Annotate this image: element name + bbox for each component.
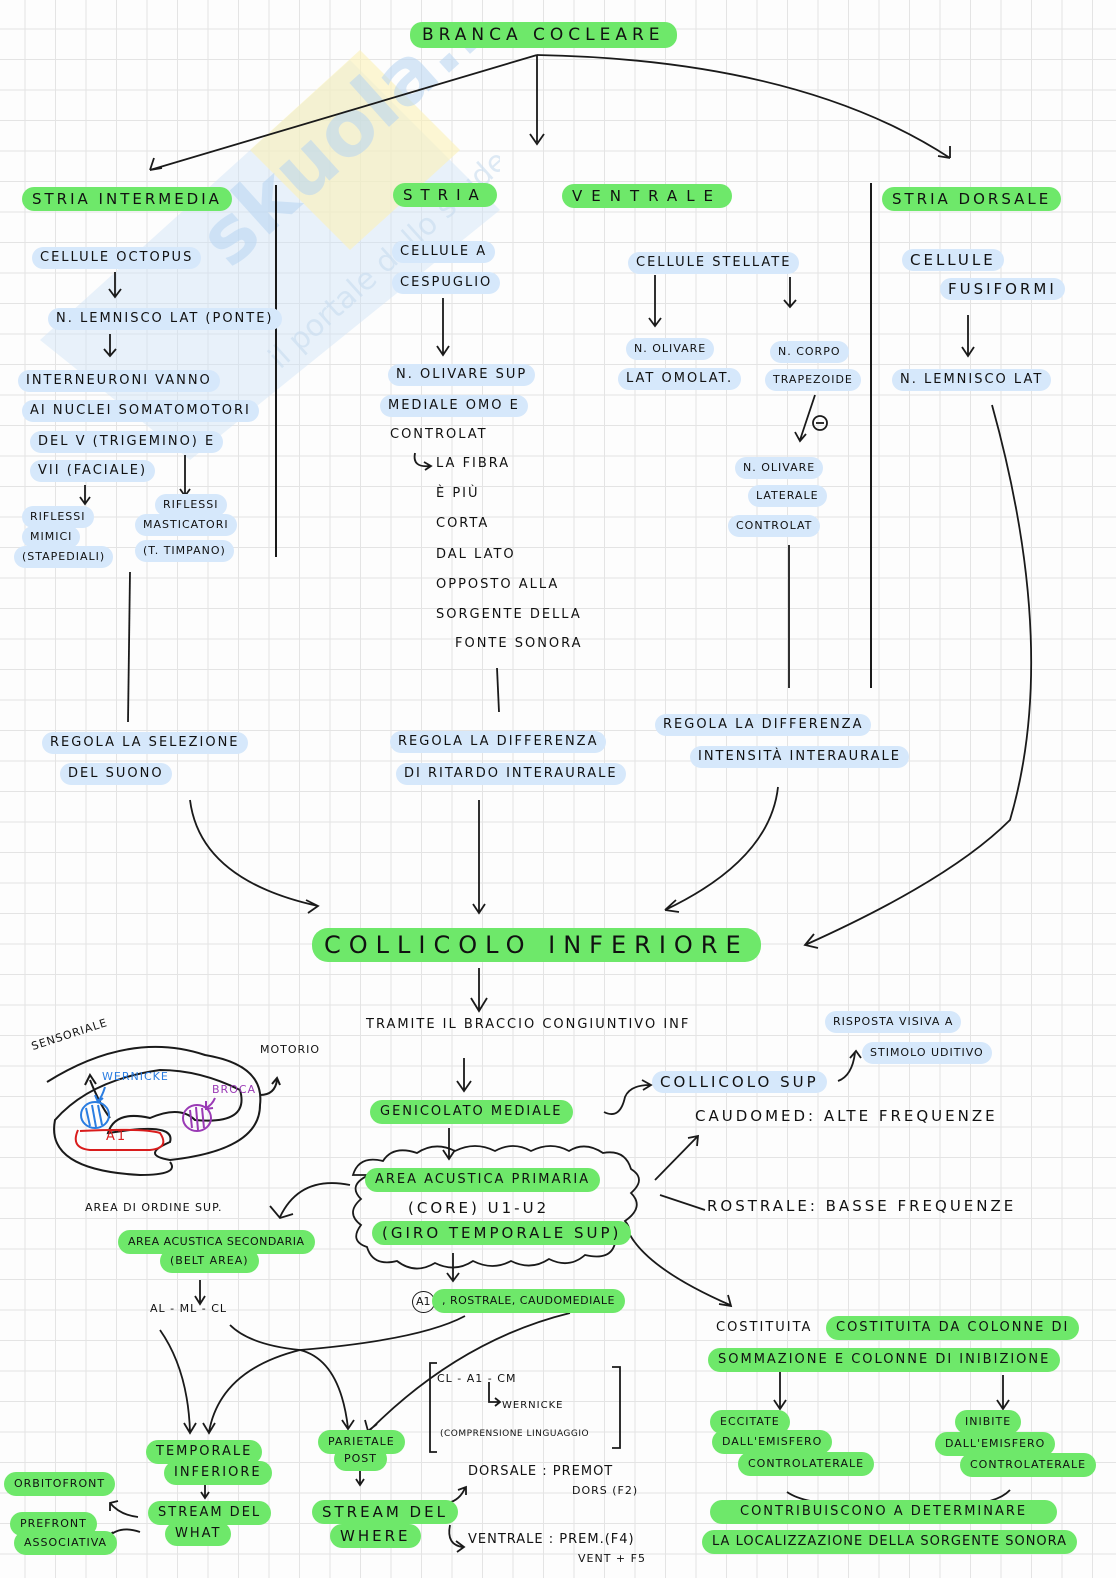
primary-area-3: (GIRO TEMPORALE SUP) — [372, 1221, 632, 1245]
wernicke-box-3: (COMPRENSIONE LINGUAGGIO — [440, 1429, 590, 1439]
a1-label: A1 — [106, 1129, 128, 1144]
lemnisco-lat-dorsale: N. LEMNISCO LAT — [892, 369, 1052, 391]
wernicke-box-1: CL - A1 - CM — [437, 1372, 517, 1385]
belt-fields: AL - ML - CL — [150, 1302, 228, 1315]
function-stellate-2: INTENSITÀ INTERAURALE — [690, 746, 909, 768]
reflex-mastic-2: MASTICATORI — [135, 514, 237, 536]
genicolato-mediale: GENICOLATO MEDIALE — [370, 1100, 573, 1124]
primary-area-1: AREA ACUSTICA PRIMARIA — [365, 1168, 601, 1192]
inhibited-2: DALL'EMISFERO — [935, 1432, 1056, 1456]
title-branca-cocleare: BRANCA COCLEARE — [410, 22, 677, 48]
column-divider-right — [870, 183, 872, 688]
dorsal-1: DORSALE : PREMOT — [468, 1464, 614, 1479]
function-intermedia-1: REGOLA LA SELEZIONE — [42, 732, 248, 754]
bushy-cells-1: CELLULE A — [392, 241, 496, 263]
wernicke-box-2: WERNICKE — [502, 1400, 564, 1411]
brain-diagram — [46, 1045, 281, 1177]
columns-line-1-prefix: COSTITUITA — [716, 1320, 813, 1335]
ventral-1: VENTRALE : PREM.(F4) — [468, 1532, 635, 1547]
column-divider — [275, 185, 277, 557]
dorsal-2: DORS (F2) — [572, 1484, 639, 1497]
fiber-note-3: CORTA — [436, 516, 490, 531]
mso-1: N. OLIVARE SUP — [388, 364, 536, 386]
title-arrows — [149, 54, 951, 171]
reflex-mastic-1: RIFLESSI — [155, 494, 227, 516]
rostrale-freq: ROSTRALE: BASSE FREQUENZE — [707, 1197, 1017, 1215]
columns-line-1: COSTITUITA DA COLONNE DI — [826, 1316, 1080, 1340]
trapezoid-2: TRAPEZOIDE — [765, 369, 861, 391]
excited-2: DALL'EMISFERO — [712, 1430, 833, 1454]
ventral-2: VENT + F5 — [578, 1552, 646, 1565]
columns-line-2: SOMMAZIONE E COLONNE DI INIBIZIONE — [708, 1348, 1061, 1372]
primary-area-2: (CORE) U1-U2 — [408, 1199, 550, 1217]
fiber-note-4: DAL LATO — [436, 547, 516, 562]
fusiform-cells-1: CELLULE — [902, 249, 1004, 271]
fiber-note-1: LA FIBRA — [436, 456, 511, 471]
lso-contra-3: CONTROLAT — [728, 515, 821, 537]
via-braccio: TRAMITE IL BRACCIO CONGIUNTIVO INF — [366, 1017, 691, 1032]
lso-homolat-1: N. OLIVARE — [626, 338, 715, 360]
reflex-mimic-2: MIMICI — [22, 526, 81, 548]
wernicke-label: WERNICKE — [102, 1070, 169, 1083]
inhibited-3: CONTROLATERALE — [960, 1453, 1097, 1477]
where-stream-2: WHERE — [330, 1524, 421, 1548]
lso-contra-2: LATERALE — [748, 485, 827, 507]
visual-response-1: RISPOSTA VISIVA A — [825, 1011, 962, 1033]
temporal-inf-1: TEMPORALE — [146, 1440, 263, 1464]
interneuron-line-2: AI NUCLEI SOMATOMOTORI — [22, 400, 259, 422]
secondary-area-2: (BELT AREA) — [160, 1249, 259, 1273]
broca-label: BROCA — [212, 1083, 257, 1096]
collicolo-sup: COLLICOLO SUP — [652, 1071, 827, 1093]
localization-1: CONTRIBUISCONO A DETERMINARE — [710, 1500, 1058, 1524]
lso-contra-1: N. OLIVARE — [735, 457, 824, 479]
function-intermedia-2: DEL SUONO — [60, 763, 172, 785]
localization-2: LA LOCALIZZAZIONE DELLA SORGENTE SONORA — [702, 1530, 1078, 1554]
visual-response-2: STIMOLO UDITIVO — [862, 1042, 992, 1064]
bushy-cells-2: CESPUGLIO — [392, 272, 501, 294]
what-stream-1: STREAM DEL — [148, 1501, 272, 1525]
heading-stria-intermedia: STRIA INTERMEDIA — [22, 187, 232, 211]
fiber-note-7: FONTE SONORA — [455, 636, 583, 651]
function-bushy-1: REGOLA LA DIFFERENZA — [390, 731, 607, 753]
inhibited-1: INIBITE — [955, 1410, 1022, 1434]
reflex-mastic-3: (T. TIMPANO) — [135, 540, 234, 562]
fusiform-cells-2: FUSIFORMI — [940, 278, 1065, 300]
trapezoid-1: N. CORPO — [770, 341, 849, 363]
mso-3: CONTROLAT — [390, 427, 488, 442]
reflex-mimic-1: RIFLESSI — [22, 506, 94, 528]
higher-order-area: AREA DI ORDINE SUP. — [85, 1201, 223, 1214]
parietal-2: POST — [334, 1447, 387, 1471]
fiber-note-5: OPPOSTO ALLA — [436, 577, 560, 592]
fiber-note-2: È PIÙ — [436, 486, 480, 501]
interneuron-line-3: DEL V (TRIGEMINO) E — [30, 431, 224, 453]
orbitofront: ORBITOFRONT — [4, 1472, 116, 1496]
caudomed-freq: CAUDOMED: ALTE FREQUENZE — [695, 1107, 998, 1125]
heading-ventrale: VENTRALE — [562, 184, 733, 208]
collicolo-inferiore: COLLICOLO INFERIORE — [312, 928, 761, 962]
brain-motor-label: MOTORIO — [260, 1043, 321, 1056]
a1-fields: , ROSTRALE, CAUDOMEDIALE — [432, 1289, 625, 1313]
lemnisco-lat-ponte: N. LEMNISCO LAT (PONTE) — [48, 308, 282, 330]
reflex-mimic-3: (STAPEDIALI) — [14, 546, 114, 568]
mso-2: MEDIALE OMO E — [380, 395, 528, 417]
heading-stria: STRIA — [393, 183, 497, 207]
what-stream-2: WHAT — [165, 1522, 232, 1546]
function-stellate-1: REGOLA LA DIFFERENZA — [655, 714, 872, 736]
octopus-cells: CELLULE OCTOPUS — [32, 247, 202, 269]
excited-3: CONTROLATERALE — [738, 1452, 875, 1476]
stellate-cells: CELLULE STELLATE — [628, 252, 800, 274]
heading-stria-dorsale: STRIA DORSALE — [882, 187, 1062, 211]
interneuron-line-1: INTERNEURONI VANNO — [18, 370, 220, 392]
prefront-2: ASSOCIATIVA — [14, 1531, 118, 1555]
temporal-inf-2: INFERIORE — [164, 1461, 272, 1485]
interneuron-line-4: VII (FACIALE) — [30, 460, 156, 482]
where-stream-1: STREAM DEL — [312, 1500, 458, 1524]
lso-homolat-2: LAT OMOLAT. — [618, 368, 742, 390]
fiber-note-6: SORGENTE DELLA — [436, 607, 582, 622]
function-bushy-2: DI RITARDO INTERAURALE — [396, 763, 626, 785]
